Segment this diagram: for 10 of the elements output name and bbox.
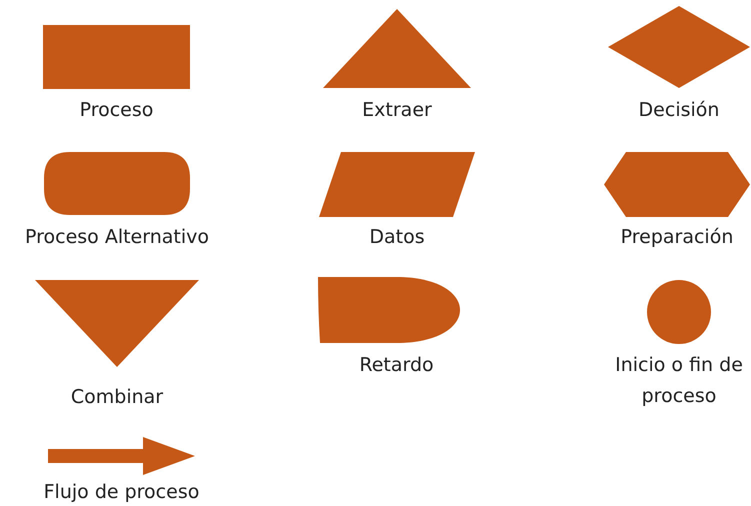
symbol-label: Proceso bbox=[78, 98, 154, 123]
symbol-label: Combinar bbox=[70, 385, 164, 410]
symbol-label: Preparación bbox=[620, 225, 734, 250]
symbol-label: Inicio o fin de proceso bbox=[614, 353, 744, 409]
symbol-label: Retardo bbox=[358, 353, 435, 378]
symbol-label: Decisión bbox=[638, 98, 720, 123]
symbol-label: Proceso Alternativo bbox=[24, 225, 210, 250]
symbol-label: Flujo de proceso bbox=[42, 480, 200, 505]
symbol-label: Extraer bbox=[361, 98, 433, 123]
symbol-label: Datos bbox=[368, 225, 426, 250]
